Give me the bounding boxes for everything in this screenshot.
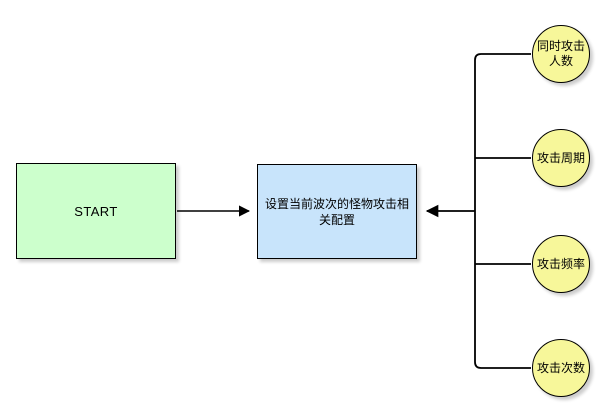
node-attr-attack-cycle[interactable]: 攻击周期	[532, 129, 590, 187]
node-attr-attack-frequency[interactable]: 攻击频率	[532, 235, 590, 293]
node-attr-attack-frequency-label: 攻击频率	[536, 256, 585, 271]
node-attr-attack-count[interactable]: 攻击次数	[532, 339, 590, 397]
node-start[interactable]: START	[16, 163, 176, 259]
node-process-label: 设置当前波次的怪物攻击相关配置	[264, 196, 409, 227]
node-attr-attack-count-label: 攻击次数	[536, 360, 585, 375]
edge-attributes-to-process	[425, 53, 531, 369]
node-attr-concurrent-attackers[interactable]: 同时攻击人数	[532, 25, 590, 83]
node-process-wave-monster-attack-config[interactable]: 设置当前波次的怪物攻击相关配置	[257, 164, 417, 259]
node-start-label: START	[74, 203, 118, 219]
node-attr-attack-cycle-label: 攻击周期	[536, 150, 585, 165]
node-attr-concurrent-attackers-label: 同时攻击人数	[536, 39, 585, 68]
